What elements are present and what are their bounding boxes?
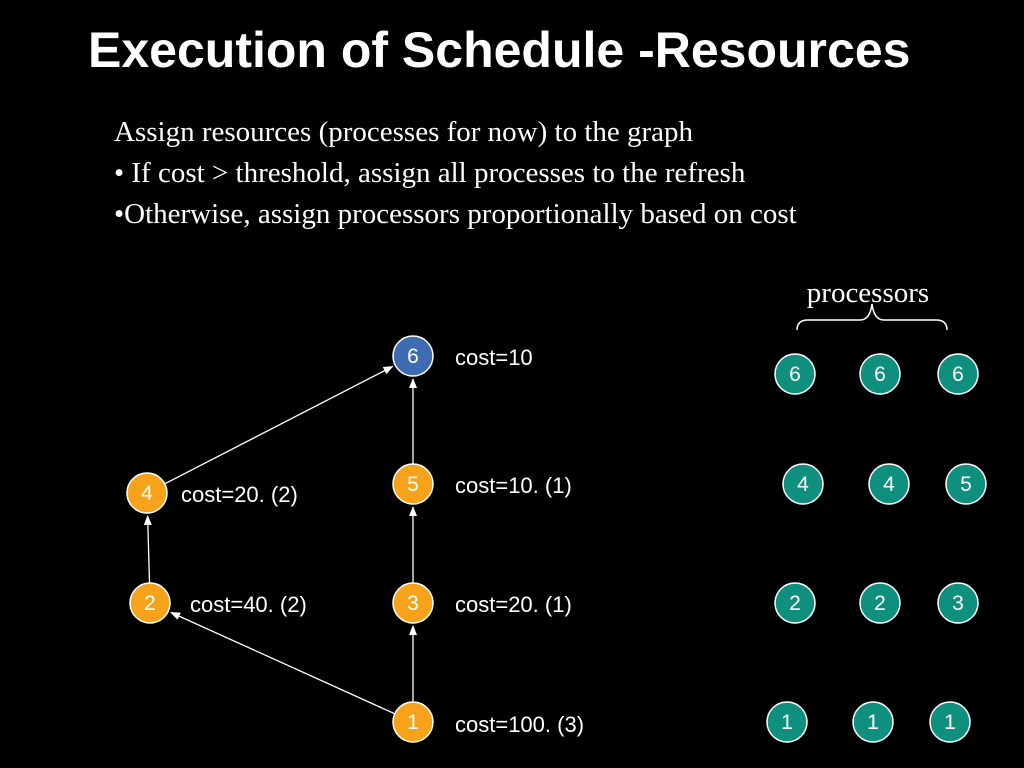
processor-circle [782,463,824,505]
task-nodes: 6 5 4 3 2 1 [126,335,434,743]
bullet-item: •Otherwise, assign processors proportion… [114,198,797,230]
processor-circle [868,463,910,505]
cost-label-node-1: cost=100. (3) [455,712,584,737]
processor-label: 4 [883,473,895,496]
bullet-item: Assign resources (processes for now) to … [114,116,694,148]
processor-slot-r1-c3: 6 [937,353,979,395]
processors-brace [796,303,948,331]
processor-circle [859,582,901,624]
processor-circle [852,701,894,743]
processor-slot-r2-c2: 4 [868,463,910,505]
task-node-4: 4 [126,472,168,514]
processor-slot-r2-c1: 4 [782,463,824,505]
processor-slot-r3-c3: 3 [937,582,979,624]
cost-label-node-4: cost=20. (2) [181,482,298,507]
node-circle [392,335,434,377]
processor-circle [774,353,816,395]
processor-slot-r4-c1: 1 [766,701,808,743]
processor-label: 2 [874,592,886,615]
slide-title: Execution of Schedule -Resources [88,22,911,78]
processor-label: 2 [789,592,801,615]
processor-slot-r3-c1: 2 [774,582,816,624]
processor-label: 4 [797,473,809,496]
task-node-1: 1 [392,701,434,743]
processor-circle [937,353,979,395]
cost-label-node-5: cost=10. (1) [455,473,572,498]
node-label: 6 [407,345,419,368]
processor-label: 1 [944,711,956,734]
processor-assignment: processors 6 6 6 4 4 5 2 2 3 1 1 1 [766,277,987,743]
edge-1-to-2 [170,611,396,715]
processor-slot-r4-c3: 1 [929,701,971,743]
node-label: 5 [407,473,419,496]
node-circle [392,582,434,624]
task-node-3: 3 [392,582,434,624]
node-label: 4 [141,482,153,505]
processor-slot-r4-c2: 1 [852,701,894,743]
processor-slot-r2-c3: 5 [945,463,987,505]
processor-slot-r1-c1: 6 [774,353,816,395]
dependency-edges [143,365,417,715]
processor-circle [774,582,816,624]
processor-label: 3 [952,592,964,615]
bullet-list: Assign resources (processes for now) to … [114,112,994,235]
node-circle [392,701,434,743]
processor-label: 6 [952,363,964,386]
processor-label: 6 [874,363,886,386]
cost-label-node-6: cost=10 [455,345,533,370]
processor-slot-r1-c2: 6 [859,353,901,395]
node-circle [126,472,168,514]
node-label: 1 [407,711,419,734]
processor-slot-r3-c2: 2 [859,582,901,624]
cost-labels: cost=10 cost=10. (1) cost=20. (2) cost=20. … [181,345,584,737]
processors-heading: processors [807,277,929,309]
cost-label-node-2: cost=40. (2) [190,592,307,617]
edge-2-to-4 [143,515,152,584]
processor-circle [937,582,979,624]
processor-circle [929,701,971,743]
node-circle [129,582,171,624]
task-node-6: 6 [392,335,434,377]
processor-circle [766,701,808,743]
processor-label: 6 [789,363,801,386]
task-node-2: 2 [129,582,171,624]
node-label: 3 [407,592,419,615]
node-circle [392,463,434,505]
cost-label-node-3: cost=20. (1) [455,592,572,617]
processor-circle [945,463,987,505]
edge-4-to-6 [164,365,394,485]
task-node-5: 5 [392,463,434,505]
processor-circle [859,353,901,395]
node-label: 2 [144,592,156,615]
processor-label: 1 [781,711,793,734]
bullet-item: • If cost > threshold, assign all proces… [114,157,746,189]
processor-label: 5 [960,473,972,496]
processor-label: 1 [867,711,879,734]
